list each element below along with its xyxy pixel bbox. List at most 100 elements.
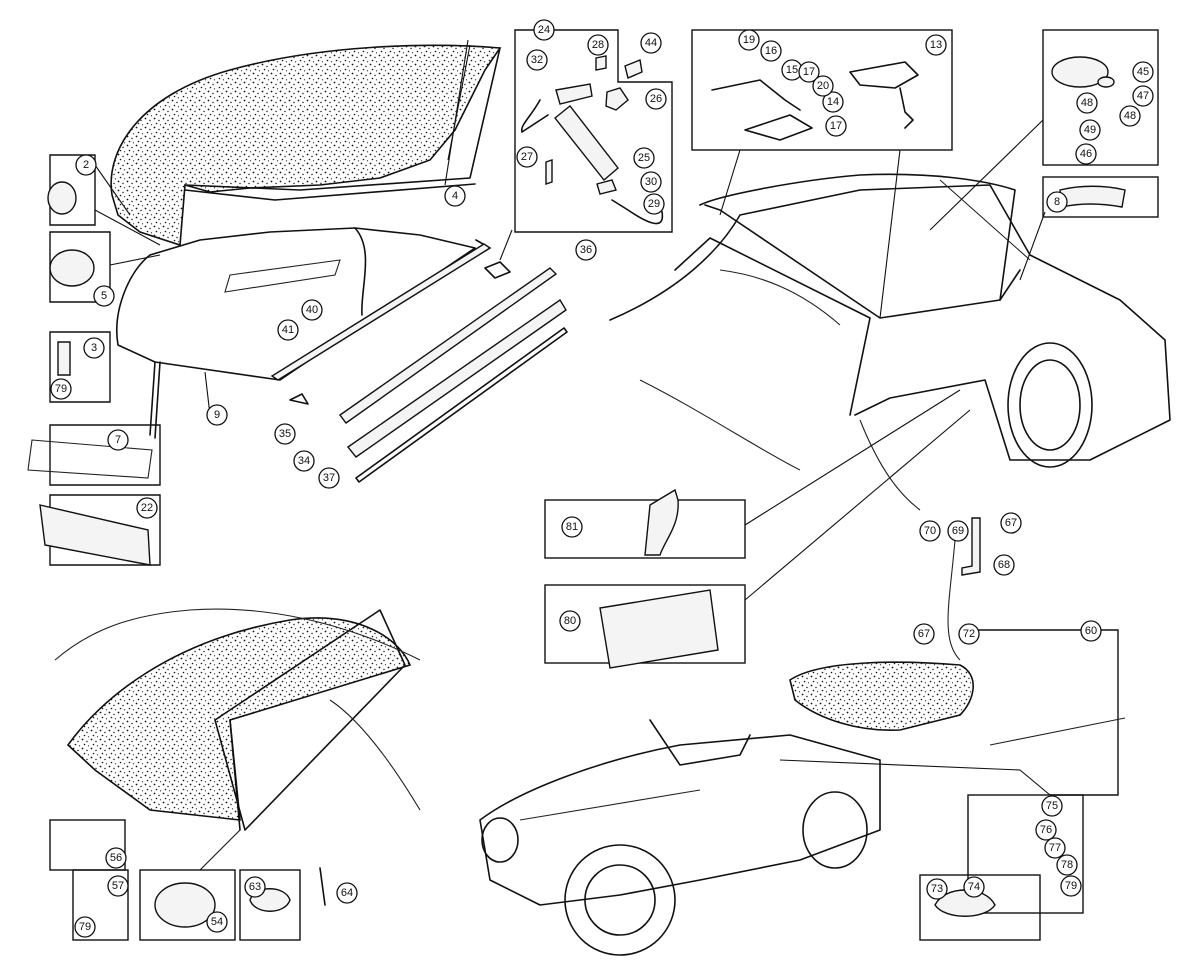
svg-text:49: 49: [1084, 124, 1096, 136]
svg-text:28: 28: [592, 39, 604, 51]
callout-67b: 67: [913, 623, 935, 645]
svg-text:8: 8: [1054, 196, 1060, 208]
svg-text:48: 48: [1124, 110, 1136, 122]
svg-text:67: 67: [1005, 517, 1017, 529]
svg-text:44: 44: [645, 37, 657, 49]
latch-assembly-box: [514, 29, 673, 233]
callout-75: 75: [1041, 795, 1063, 817]
svg-text:45: 45: [1137, 66, 1149, 78]
callout-79b: 79: [74, 916, 96, 938]
svg-text:69: 69: [952, 525, 964, 537]
svg-text:22: 22: [141, 502, 153, 514]
callout-9: 9: [206, 404, 228, 426]
callout-64: 64: [336, 882, 358, 904]
callout-48a: 48: [1076, 92, 1098, 114]
svg-text:63: 63: [249, 881, 261, 893]
callout-46: 46: [1075, 143, 1097, 165]
svg-text:19: 19: [743, 34, 755, 46]
svg-text:14: 14: [827, 96, 839, 108]
leader-lines: [94, 39, 1051, 871]
svg-text:81: 81: [566, 521, 578, 533]
callout-69: 69: [947, 520, 969, 542]
callout-34: 34: [293, 450, 315, 472]
svg-text:56: 56: [110, 852, 122, 864]
callout-63: 63: [244, 876, 266, 898]
svg-text:26: 26: [650, 93, 662, 105]
callout-29: 29: [643, 193, 665, 215]
hood-frame: [116, 227, 492, 439]
callout-57: 57: [107, 875, 129, 897]
svg-text:76: 76: [1040, 824, 1052, 836]
svg-text:47: 47: [1137, 90, 1149, 102]
svg-text:75: 75: [1046, 800, 1058, 812]
svg-text:27: 27: [521, 151, 533, 163]
roadster-view: [479, 719, 881, 956]
callout-60: 60: [1080, 620, 1102, 642]
callout-16: 16: [760, 40, 782, 62]
svg-text:24: 24: [538, 24, 550, 36]
svg-text:2: 2: [83, 159, 89, 171]
svg-text:35: 35: [279, 428, 291, 440]
svg-text:17: 17: [830, 120, 842, 132]
callout-44: 44: [640, 32, 662, 54]
svg-text:34: 34: [298, 455, 310, 467]
svg-text:60: 60: [1085, 625, 1097, 637]
small-fitting-boxes-left: [27, 154, 161, 566]
bracket-67: [947, 517, 981, 661]
callout-13: 13: [925, 34, 947, 56]
svg-text:46: 46: [1080, 148, 1092, 160]
svg-text:73: 73: [931, 883, 943, 895]
svg-text:79: 79: [1065, 880, 1077, 892]
svg-text:25: 25: [638, 152, 650, 164]
bracket-boxes: [544, 488, 746, 669]
callout-80: 80: [559, 610, 581, 632]
callout-47: 47: [1132, 85, 1154, 107]
callout-32: 32: [526, 49, 548, 71]
callout-79c: 79: [1060, 875, 1082, 897]
hood-cover: [110, 44, 502, 247]
callout-36: 36: [575, 239, 597, 261]
callout-5: 5: [93, 285, 115, 307]
callout-30: 30: [640, 171, 662, 193]
svg-text:4: 4: [452, 190, 458, 202]
callout-17b: 17: [825, 115, 847, 137]
callout-73: 73: [926, 878, 948, 900]
callout-25: 25: [633, 147, 655, 169]
hood-fastener-box: [1042, 29, 1159, 166]
svg-text:79: 79: [55, 383, 67, 395]
svg-text:7: 7: [115, 434, 121, 446]
callout-4: 4: [444, 185, 466, 207]
fastener-boxes-right: [919, 794, 1084, 941]
callout-20: 20: [812, 75, 834, 97]
svg-text:64: 64: [341, 887, 353, 899]
svg-text:37: 37: [323, 472, 335, 484]
svg-text:15: 15: [786, 64, 798, 76]
svg-text:20: 20: [817, 80, 829, 92]
callout-2: 2: [75, 154, 97, 176]
callout-22: 22: [136, 497, 158, 519]
svg-text:57: 57: [112, 880, 124, 892]
car-with-hardtop: [609, 173, 1171, 511]
svg-text:40: 40: [306, 304, 318, 316]
callout-17a: 17: [798, 61, 820, 83]
svg-text:68: 68: [998, 559, 1010, 571]
callout-45: 45: [1132, 61, 1154, 83]
svg-text:67: 67: [918, 628, 930, 640]
svg-text:5: 5: [101, 290, 107, 302]
callout-41: 41: [277, 319, 299, 341]
callout-81: 81: [561, 516, 583, 538]
callout-28: 28: [587, 34, 609, 56]
tonneau-panel-60: [789, 629, 1126, 796]
callout-27: 27: [516, 146, 538, 168]
svg-text:13: 13: [930, 39, 942, 51]
callout-19: 19: [738, 29, 760, 51]
callout-67a: 67: [1000, 512, 1022, 534]
svg-text:54: 54: [211, 916, 223, 928]
rail-clip-2: [289, 393, 309, 405]
callout-37: 37: [318, 467, 340, 489]
svg-text:17: 17: [803, 66, 815, 78]
callout-76: 76: [1035, 819, 1057, 841]
svg-text:32: 32: [531, 54, 543, 66]
callout-78: 78: [1056, 854, 1078, 876]
